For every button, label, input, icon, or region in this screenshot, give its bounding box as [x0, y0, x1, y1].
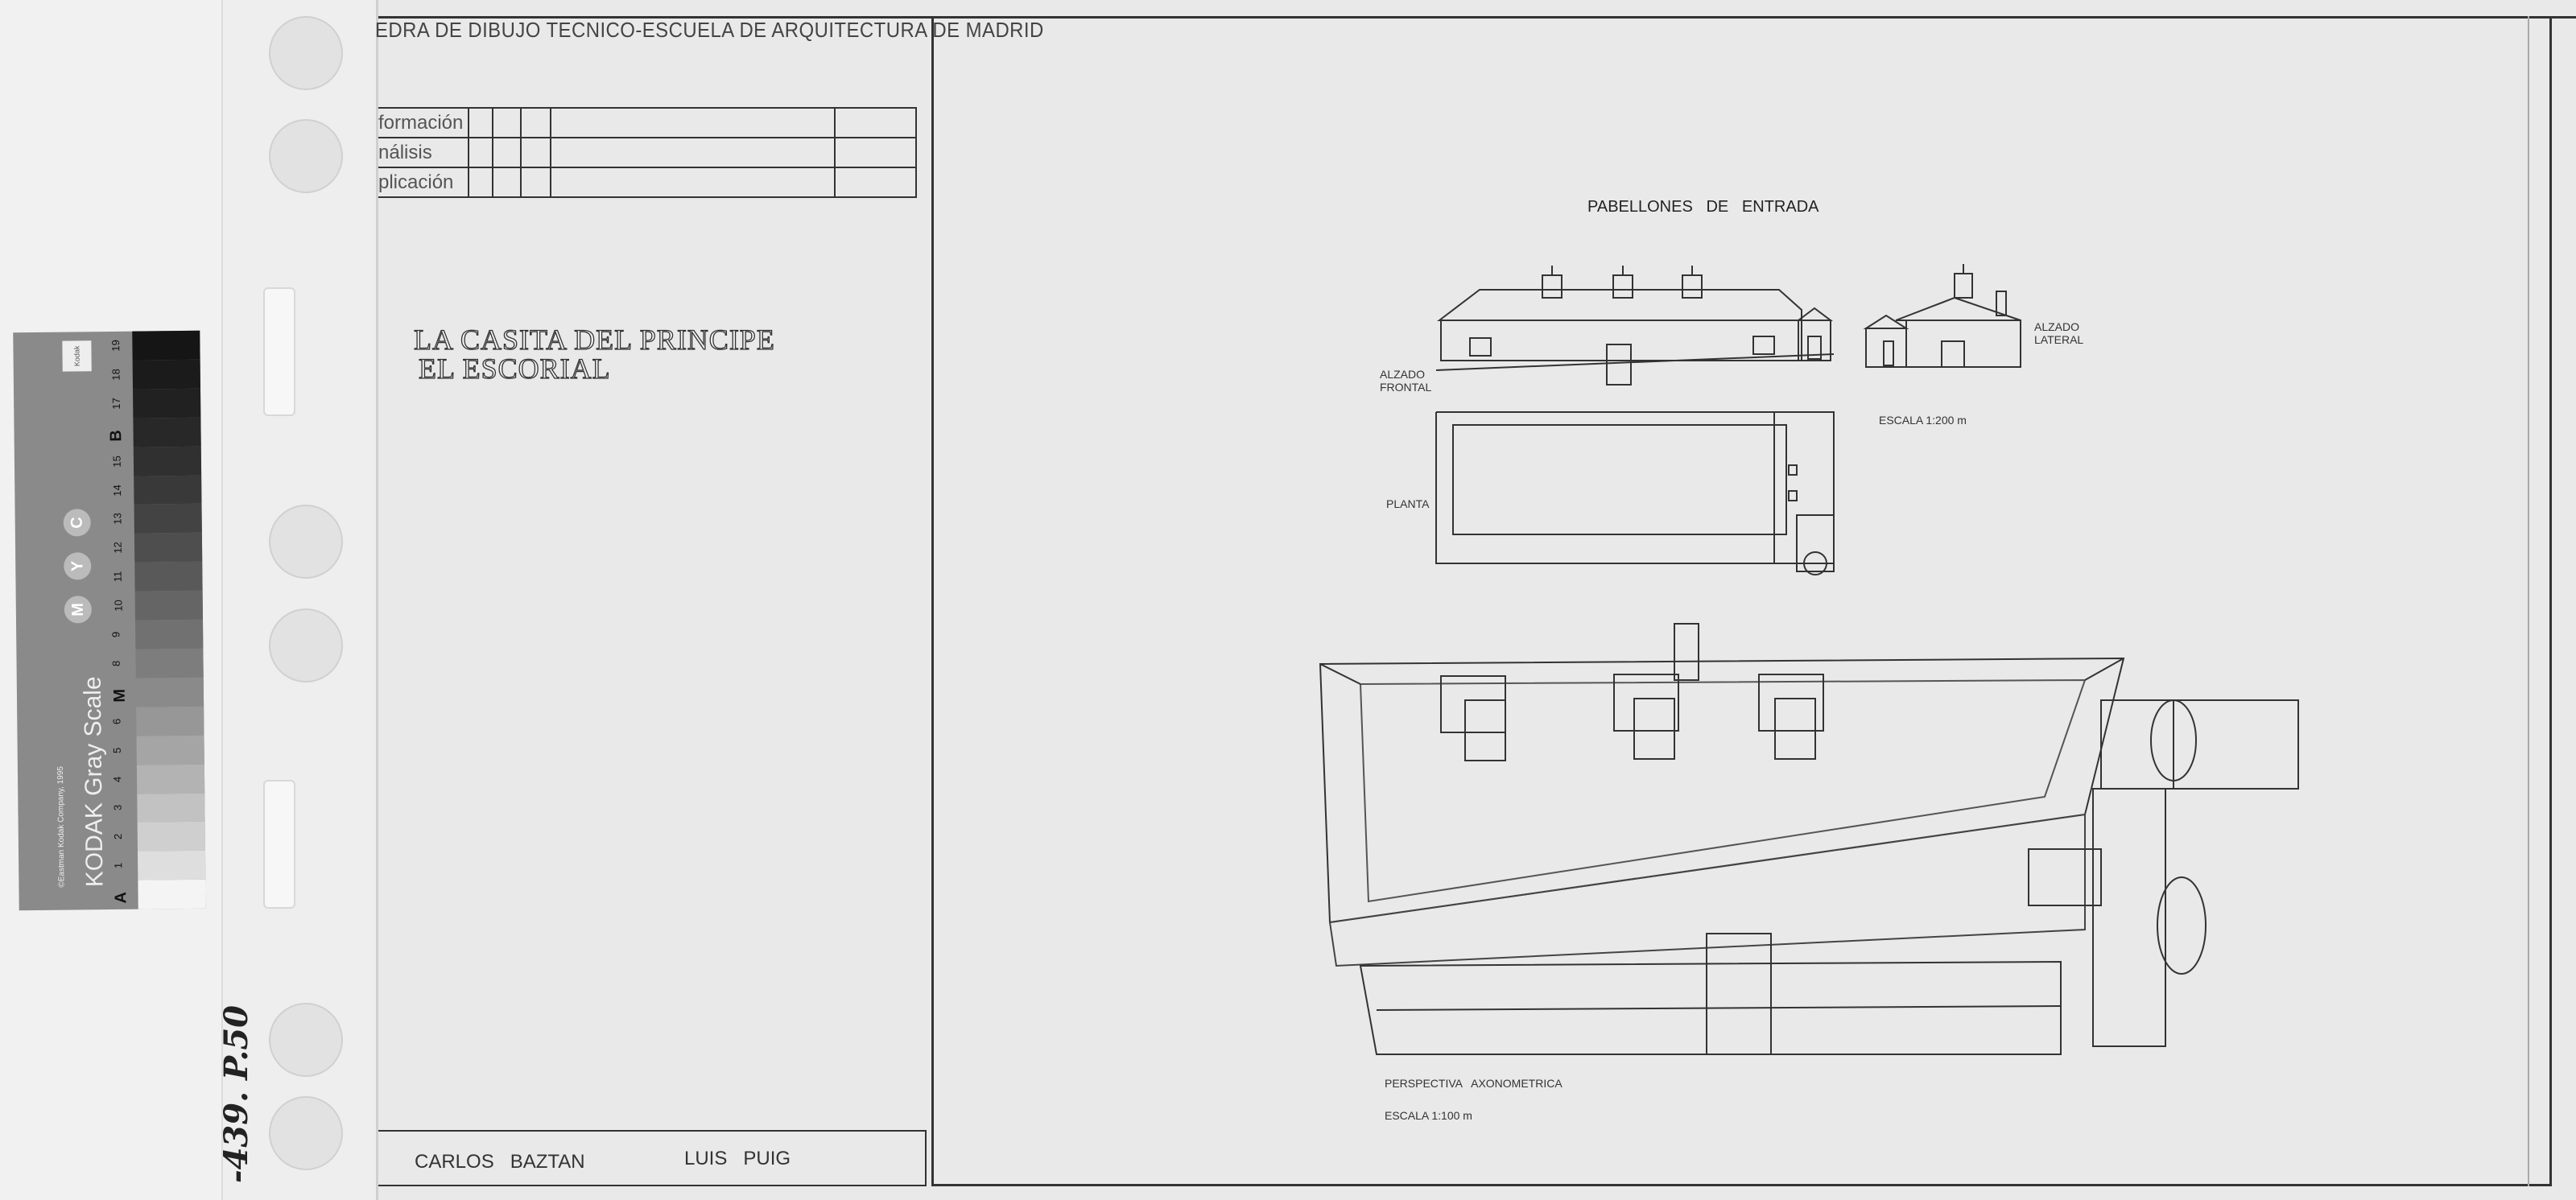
binder-hole — [269, 608, 343, 682]
binder-slot — [263, 780, 295, 909]
binder-hole — [269, 1096, 343, 1170]
lantern — [1682, 266, 1703, 299]
evaluation-table: formación nálisis plicación — [378, 107, 917, 198]
side-elevation — [1863, 264, 2021, 368]
binder-hole — [269, 119, 343, 193]
authors-box: CARLOS BAZTAN LUIS PUIG — [378, 1130, 927, 1186]
title-line-2: EL ESCORIAL — [418, 353, 611, 385]
front-elevation — [1435, 266, 1835, 386]
binder-slot — [263, 287, 295, 416]
label-line: FRONTAL — [1380, 381, 1432, 394]
binder-hole — [269, 16, 343, 90]
title-line-1: LA CASITA DEL PRINCIPE — [413, 324, 775, 356]
label-planta: PLANTA — [1386, 497, 1430, 510]
row-label: nálisis — [378, 137, 469, 168]
label-escala-200: ESCALA 1:200 m — [1879, 414, 1967, 427]
drawing-sheet — [378, 0, 2576, 1200]
label-line: LATERAL — [2034, 333, 2084, 346]
drawing-frame — [931, 16, 2552, 1186]
table-row: formación — [378, 107, 917, 138]
binder-hole — [269, 1003, 343, 1077]
label-perspectiva: PERSPECTIVA AXONOMETRICA — [1385, 1077, 1563, 1090]
row-label: plicación — [378, 167, 469, 198]
right-margin-line — [2528, 16, 2529, 1186]
author-1: CARLOS BAZTAN — [415, 1151, 585, 1173]
axonometric-view — [1319, 623, 2299, 1055]
section-title: PABELLONES DE ENTRADA — [1587, 198, 1819, 216]
table-row: plicación — [378, 167, 917, 198]
table-row: nálisis — [378, 137, 917, 168]
lantern — [1542, 266, 1563, 299]
label-escala-100: ESCALA 1:100 m — [1385, 1109, 1472, 1122]
binder-hole — [269, 505, 343, 579]
author-2: LUIS PUIG — [684, 1148, 791, 1169]
row-label: formación — [378, 107, 469, 138]
floor-plan — [1435, 411, 1835, 575]
label-line: ALZADO — [2034, 320, 2080, 333]
lantern — [1612, 266, 1633, 299]
label-line: ALZADO — [1380, 368, 1426, 381]
binder-sleeve — [221, 0, 378, 1200]
project-title: LA CASITA DEL PRINCIPE EL ESCORIAL — [413, 324, 775, 385]
